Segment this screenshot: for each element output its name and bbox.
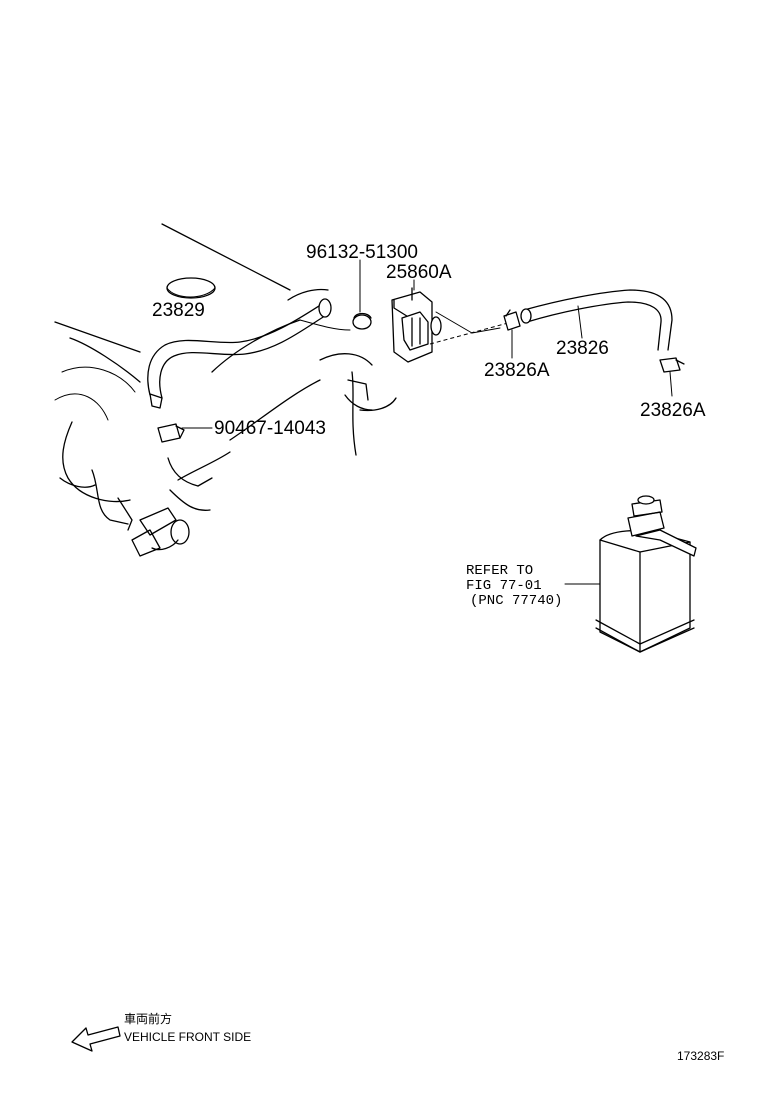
clamp-23826a-right (659, 357, 685, 397)
front-label-english: VEHICLE FRONT SIDE (124, 1030, 251, 1044)
hose-23826 (520, 289, 673, 351)
refer-line-3: (PNC 77740) (470, 593, 562, 609)
front-label-japanese: 車両前方 (124, 1011, 172, 1026)
refer-line-1: REFER TO (466, 563, 533, 579)
clamp-90467-14043 (157, 423, 213, 443)
vsv-25860a (391, 279, 501, 363)
callout-23826a-right: 23826A (640, 400, 706, 421)
clamp-23826a-left (503, 309, 521, 359)
callout-23826: 23826 (556, 338, 609, 359)
refer-line-2: FIG 77-01 (466, 578, 542, 594)
callout-25860a: 25860A (386, 262, 452, 283)
callout-96132-51300: 96132-51300 (306, 242, 418, 263)
hose-23829 (147, 277, 332, 409)
callout-23826a-left: 23826A (484, 360, 550, 381)
engine-outline (54, 223, 397, 557)
callout-90467-14043: 90467-14043 (214, 418, 326, 439)
figure-id: 173283F (677, 1049, 724, 1063)
charcoal-canister (564, 495, 697, 653)
clamp-96132-51300 (352, 259, 372, 330)
left-arrow-icon (71, 1026, 121, 1052)
hose-routing-line (429, 322, 509, 345)
callout-23829: 23829 (152, 300, 205, 321)
